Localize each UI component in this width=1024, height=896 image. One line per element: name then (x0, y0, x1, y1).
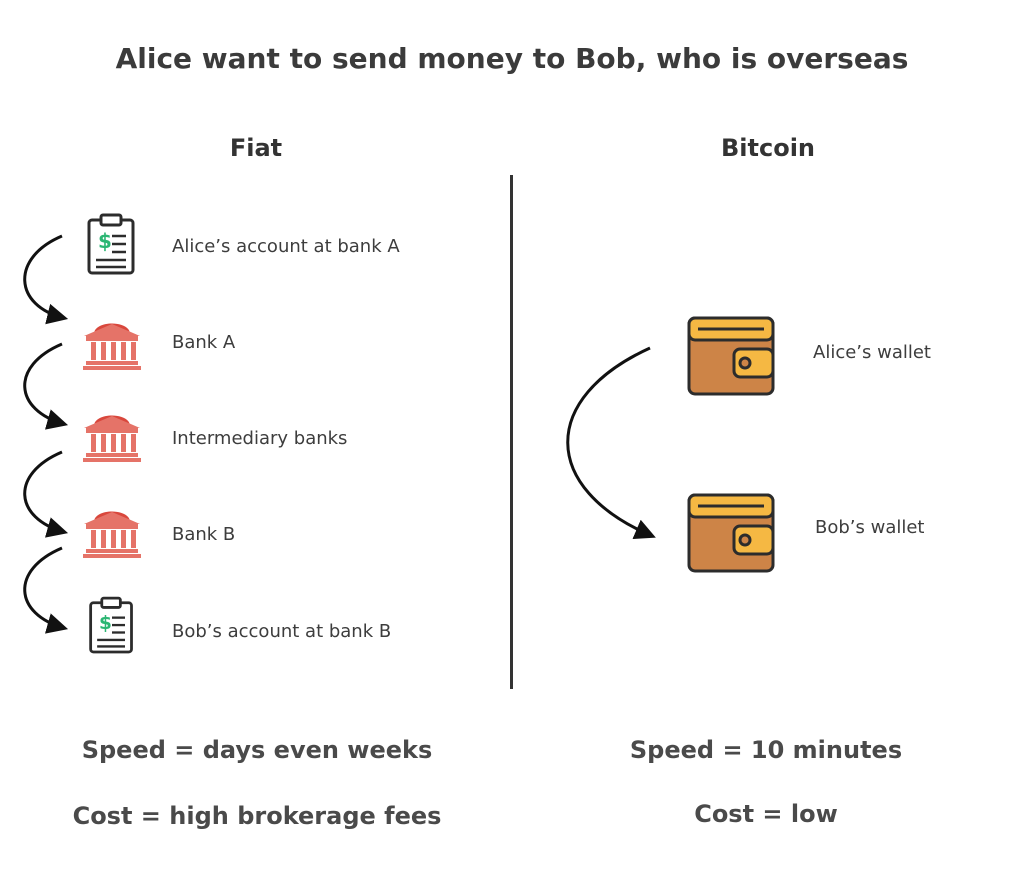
svg-text:$: $ (98, 229, 112, 253)
bitcoin-heading: Bitcoin (720, 134, 816, 162)
step-intermediary-banks: Intermediary banks (172, 428, 348, 449)
arrow-fiat-2 (23, 342, 69, 430)
wallet-alice: Alice’s wallet (813, 342, 931, 363)
step-bob-account: Bob’s account at bank B (172, 621, 392, 642)
ledger-icon: $ (89, 596, 133, 654)
arrow-fiat-3 (23, 450, 69, 538)
bitcoin-speed: Speed = 10 minutes (629, 736, 903, 764)
arrow-fiat-4 (23, 546, 69, 634)
bank-icon (83, 415, 141, 462)
fiat-heading: Fiat (229, 134, 283, 162)
fiat-speed: Speed = days even weeks (81, 736, 433, 764)
step-alice-account: Alice’s account at bank A (172, 236, 400, 257)
ledger-icon: $ (87, 213, 135, 275)
wallet-bob: Bob’s wallet (815, 517, 925, 538)
bank-icon (83, 323, 141, 370)
wallet-icon (687, 493, 775, 573)
svg-text:$: $ (99, 613, 112, 634)
step-bank-a: Bank A (172, 332, 236, 353)
bank-icon (83, 511, 141, 558)
column-divider (510, 175, 513, 689)
bitcoin-cost: Cost = low (694, 800, 838, 828)
arrow-fiat-1 (23, 234, 69, 325)
fiat-cost: Cost = high brokerage fees (72, 802, 442, 830)
page-title: Alice want to send money to Bob, who is … (115, 42, 909, 75)
arrow-bitcoin (566, 346, 656, 540)
wallet-icon (687, 316, 775, 396)
step-bank-b: Bank B (172, 524, 236, 545)
